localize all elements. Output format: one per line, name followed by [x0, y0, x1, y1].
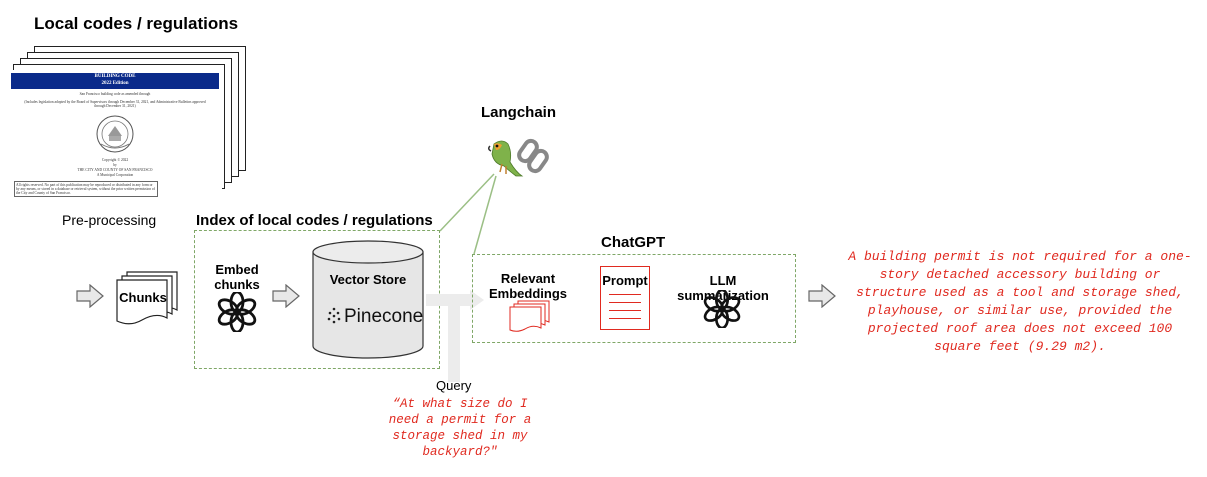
- document-heading: Local codes / regulations: [34, 14, 239, 33]
- pinecone-logo-icon: [327, 307, 341, 324]
- prompt-line: [609, 302, 641, 303]
- code-small-line: (Includes legislation adopted by the Boa…: [24, 100, 206, 108]
- building-code-document: BUILDING CODE 2022 Edition San Francisco…: [10, 70, 222, 197]
- code-title-banner: BUILDING CODE 2022 Edition: [11, 73, 219, 89]
- arrow-to-chunks: [76, 284, 104, 308]
- prompt-line: [609, 318, 641, 319]
- prompt-label: Prompt: [602, 273, 648, 288]
- prompt-document: Prompt: [600, 266, 650, 330]
- index-title: Index of local codes / regulations: [196, 212, 433, 229]
- chatgpt-title: ChatGPT: [601, 234, 666, 251]
- cylinder-database-icon: [312, 240, 424, 359]
- city-seal-icon: [96, 115, 134, 153]
- chunks-label: Chunks: [119, 290, 167, 305]
- langchain-label: Langchain: [481, 104, 557, 121]
- openai-logo-icon: [703, 290, 741, 328]
- parrot-chain-icon: [487, 138, 549, 177]
- relevant-embeddings-label: Relevant Embeddings: [488, 271, 567, 301]
- arrow-to-vector-store: [272, 284, 300, 308]
- embeddings-stack-icon: [509, 300, 550, 332]
- chatgpt-box: [472, 254, 796, 343]
- copyright-line: Copyright © 2022: [101, 158, 129, 162]
- answer-text: A building permit is not required for a …: [848, 249, 1192, 354]
- vector-store-label: Vector Store: [329, 272, 407, 287]
- code-title: BUILDING CODE: [94, 74, 136, 79]
- llm-summarization-label: LLM summarization: [677, 273, 769, 303]
- query-label: Query: [436, 378, 472, 393]
- code-edition: 2022 Edition: [101, 81, 129, 86]
- prompt-line: [609, 294, 641, 295]
- rights-notice: All rights reserved. No part of this pub…: [14, 181, 158, 197]
- prompt-line: [609, 310, 641, 311]
- document-stack-icon: [116, 271, 178, 325]
- openai-logo-icon: [217, 292, 257, 332]
- copyright-owner: THE CITY AND COUNTY OF SAN FRANCISCO: [77, 168, 153, 172]
- code-subtitle: San Francisco building code as amended t…: [79, 92, 151, 96]
- preprocessing-label: Pre-processing: [62, 212, 157, 228]
- query-text: “At what size do I need a permit for a s…: [388, 397, 532, 459]
- arrow-to-answer: [808, 284, 836, 308]
- copyright-publisher: A Municipal Corporation: [96, 173, 134, 177]
- embed-chunks-label: Embed chunks: [214, 262, 260, 292]
- query-pipe: [426, 290, 484, 382]
- copyright-by: by: [113, 163, 117, 167]
- pinecone-label: Pinecone: [344, 306, 424, 327]
